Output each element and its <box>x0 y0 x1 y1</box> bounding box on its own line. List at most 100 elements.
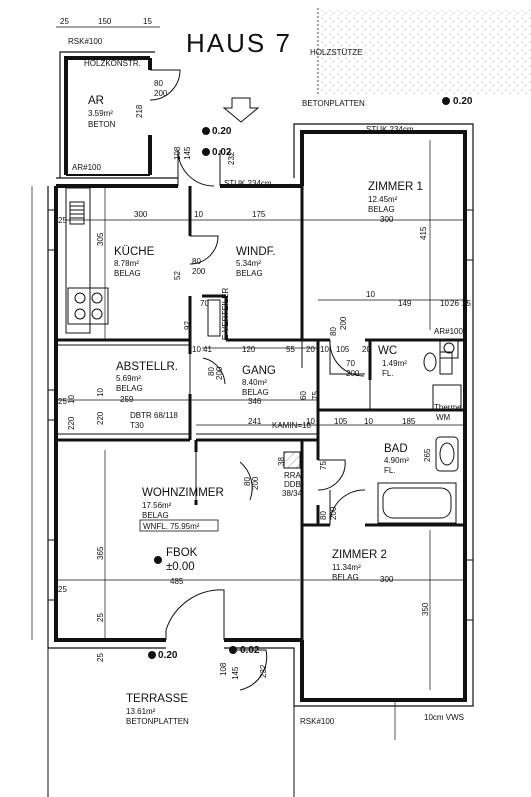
dim: 105 <box>336 345 350 354</box>
dim: 15 <box>143 17 152 26</box>
room-windf: WINDF. 5.34m² BELAG <box>236 246 276 278</box>
room-kueche-name: KÜCHE <box>114 246 155 258</box>
dim: 485 <box>170 577 184 586</box>
room-abstell-finish: BELAG <box>116 384 143 393</box>
dim: 300 <box>380 575 394 584</box>
dim: 220 <box>96 411 105 425</box>
label-e-verteiler: E-VERTEILER <box>221 287 230 340</box>
dim: 200 <box>154 89 168 98</box>
room-bad: BAD 4.90m² FL. <box>384 443 409 475</box>
dim: 259 <box>120 395 134 404</box>
dim: 80 <box>192 257 201 266</box>
entrance-arrow <box>222 97 260 123</box>
room-wohn: WOHNZIMMER 17.56m² BELAG WNFL. 75.95m² <box>139 487 224 532</box>
dim: 26 <box>450 299 459 308</box>
room-gang: GANG 8.40m² BELAG <box>242 365 276 397</box>
dim: 346 <box>248 397 262 406</box>
plan-title: HAUS 7 <box>186 28 292 58</box>
dim: 200 <box>346 369 360 378</box>
dim: 70 <box>200 299 209 308</box>
room-kueche: KÜCHE 8.78m² BELAG <box>114 246 155 278</box>
bad-fixtures <box>377 436 459 524</box>
dim: 232 <box>227 151 236 165</box>
room-zimmer1-finish: BELAG <box>368 205 395 214</box>
room-abstell-area: 5.69m² <box>116 374 141 383</box>
level-entry-b: 0.02 <box>212 147 232 158</box>
dim: 80 <box>154 79 163 88</box>
dimension-labels: 25 150 15 300 10 175 300 415 10 149 10 2… <box>58 17 471 680</box>
dim: 10 <box>320 345 329 354</box>
dim: 108 <box>173 146 182 160</box>
dim: 150 <box>98 17 112 26</box>
dim: 70 <box>346 359 355 368</box>
label-ddb-size: 38/34 <box>282 489 303 498</box>
dim: 300 <box>134 210 148 219</box>
thin-walls <box>56 344 371 435</box>
dim: 350 <box>421 602 430 616</box>
dim: 80 <box>207 367 216 376</box>
room-wohn-finish: BELAG <box>142 511 169 520</box>
room-zimmer1-name: ZIMMER 1 <box>368 181 423 193</box>
outer-walls <box>54 56 467 702</box>
kamin <box>283 451 301 469</box>
dim: 300 <box>380 215 394 224</box>
dim: 25 <box>96 653 105 662</box>
dim: 41 <box>203 345 212 354</box>
dim: 120 <box>242 345 256 354</box>
level-terrace-b: 0.02 <box>240 645 260 656</box>
dim: 80 <box>319 511 328 520</box>
dim: 200 <box>251 476 260 490</box>
dim: 200 <box>339 316 348 330</box>
room-zimmer2-finish: BELAG <box>332 573 359 582</box>
label-fbok-val: ±0.00 <box>166 561 195 573</box>
dim: 52 <box>173 271 182 280</box>
room-wc-finish: FL. <box>382 369 394 378</box>
room-wc-area: 1.49m² <box>382 359 407 368</box>
room-windf-area: 5.34m² <box>236 259 261 268</box>
dim: 185 <box>402 417 416 426</box>
room-zimmer2-area: 11.34m² <box>332 563 361 572</box>
label-vws: 10cm VWS <box>424 713 464 722</box>
label-kamin: KAMIN=18 <box>272 421 311 430</box>
room-wc: WC 1.49m² FL. <box>378 345 407 378</box>
room-windf-finish: BELAG <box>236 269 263 278</box>
dim: 10 <box>67 395 76 404</box>
room-gang-area: 8.40m² <box>242 378 267 387</box>
dim: 10 <box>194 210 203 219</box>
label-rsk-bottom: RSK#100 <box>300 717 335 726</box>
dim: 25 <box>58 216 67 225</box>
dim: 25 <box>462 299 471 308</box>
room-zimmer2-name: ZIMMER 2 <box>332 549 387 561</box>
ar-shed-walls <box>66 58 152 176</box>
kitchen-counter <box>65 187 109 334</box>
dim: 92 <box>183 321 192 330</box>
label-rra: RRA <box>284 471 302 480</box>
dim: 218 <box>135 104 144 118</box>
dim: 80 <box>329 327 338 336</box>
level-entry-a: 0.20 <box>212 126 232 137</box>
room-zimmer2: ZIMMER 2 11.34m² BELAG <box>332 549 387 582</box>
room-wohn-name: WOHNZIMMER <box>142 487 224 499</box>
dim: 25 <box>60 17 69 26</box>
dim: 232 <box>259 664 268 678</box>
dim: 25 <box>96 613 105 622</box>
dim: 145 <box>231 666 240 680</box>
room-wohn-area: 17.56m² <box>142 501 172 510</box>
fbok-mark: FBOK ±0.00 <box>154 547 198 573</box>
label-rsk-top: RSK#100 <box>68 37 103 46</box>
room-kueche-finish: BELAG <box>114 269 141 278</box>
room-kueche-area: 8.78m² <box>114 259 139 268</box>
dim: 25 <box>58 397 67 406</box>
dim: 25 <box>58 585 67 594</box>
room-zimmer1: ZIMMER 1 12.45m² BELAG <box>368 181 423 214</box>
label-betonplatten-top: BETONPLATTEN <box>302 99 365 108</box>
label-wnfl: WNFL. 75.95m² <box>143 522 200 531</box>
room-bad-name: BAD <box>384 443 408 455</box>
dim: 149 <box>398 299 412 308</box>
dim: 105 <box>334 417 348 426</box>
room-zimmer1-area: 12.45m² <box>368 195 398 204</box>
label-stuk-right: STUK 234cm <box>366 125 414 134</box>
wnfl-box <box>139 519 219 532</box>
dim: 10 <box>192 345 201 354</box>
dim: 305 <box>96 232 105 246</box>
